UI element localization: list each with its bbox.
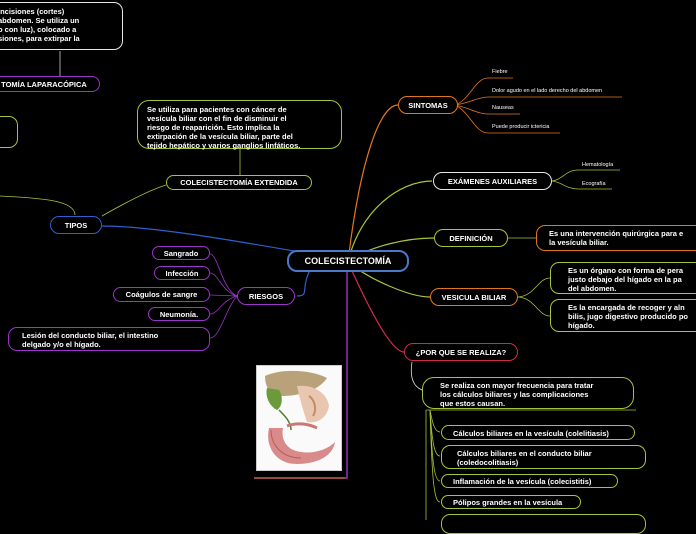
por-que-item[interactable]: Cálculos biliares en el conducto biliar … — [441, 445, 646, 469]
por-que-item-text: Pólipos grandes en la vesícula — [453, 498, 563, 507]
por-que-item[interactable]: Pólipos grandes en la vesícula — [441, 495, 581, 509]
tipos-label: TIPOS — [64, 220, 88, 230]
definicion-text-box[interactable]: Es una intervención quirúrgica para e la… — [536, 225, 696, 251]
riesgo-item-label: Coágulos de sangre — [125, 290, 198, 299]
node-tipos[interactable]: TIPOS — [50, 216, 102, 234]
riesgo-item[interactable]: Infección — [154, 266, 210, 280]
extendida-label: COLECISTECTOMÍA EXTENDIDA — [180, 178, 298, 187]
riesgo-item-label: Infección — [165, 268, 199, 278]
riesgo-item[interactable]: Coágulos de sangre — [113, 287, 210, 302]
central-node[interactable]: COLECISTECTOMÍA — [287, 250, 409, 272]
por-que-label: ¿POR QUE SE REALIZA? — [415, 347, 507, 357]
definicion-label: DEFINICIÓN — [449, 233, 493, 243]
vesicula-item[interactable]: Es un órgano con forma de pera justo deb… — [550, 262, 696, 294]
sintoma-item[interactable]: Puede producir ictericia — [492, 124, 550, 130]
vesicula-item[interactable]: Es la encargada de recoger y aln bilis, … — [550, 299, 696, 332]
laparoscopica-label: TOMÍA LAPARACÓPICA — [1, 79, 87, 89]
riesgo-item-label: Lesión del conducto biliar, el intestino… — [22, 331, 159, 349]
por-que-item[interactable]: Cálculos biliares en la vesícula (coleli… — [441, 425, 635, 440]
sintoma-item[interactable]: Nauseas — [492, 105, 514, 111]
node-riesgos[interactable]: RIESGOS — [237, 287, 295, 305]
por-que-item[interactable]: Inflamación de la vesícula (colecistitis… — [441, 474, 618, 488]
extendida-description-text: Se utiliza para pacientes con cáncer de … — [147, 105, 301, 150]
sintoma-item[interactable]: Fiebre — [492, 69, 508, 75]
riesgo-item-label: Neumonía. — [159, 309, 199, 319]
vesicula-item-text: Es la encargada de recoger y aln bilis, … — [568, 303, 688, 330]
node-por-que[interactable]: ¿POR QUE SE REALIZA? — [404, 343, 518, 361]
node-vesicula-biliar[interactable]: VESICULA BILIAR — [430, 288, 518, 306]
por-que-intro-text: Se realiza con mayor frecuencia para tra… — [440, 381, 594, 408]
riesgo-item[interactable]: Neumonía. — [148, 307, 210, 321]
anatomy-illustration — [256, 365, 342, 471]
node-definicion[interactable]: DEFINICIÓN — [434, 229, 508, 247]
definicion-text: Es una intervención quirúrgica para e la… — [549, 229, 684, 247]
node-partial-left[interactable] — [0, 116, 18, 148]
node-sintomas[interactable]: SINTOMAS — [398, 96, 458, 114]
extendida-description[interactable]: Se utiliza para pacientes con cáncer de … — [137, 100, 342, 150]
riesgo-item[interactable]: Sangrado — [152, 246, 210, 260]
examen-item[interactable]: Hematología — [582, 162, 614, 168]
sintoma-item[interactable]: Dolor agudo en el lado derecho del abdom… — [492, 88, 603, 94]
examenes-label: EXÁMENES AUXILIARES — [447, 176, 538, 186]
riesgos-label: RIESGOS — [248, 291, 284, 301]
node-laparoscopica[interactable]: TOMÍA LAPARACÓPICA — [0, 76, 100, 92]
laparoscopica-description[interactable]: incisiones (cortes) abdomen. Se utiliza … — [0, 2, 123, 50]
por-que-item-text: Cálculos biliares en el conducto biliar … — [457, 449, 592, 467]
por-que-item-partial[interactable] — [441, 514, 646, 534]
por-que-intro[interactable]: Se realiza con mayor frecuencia para tra… — [422, 377, 634, 409]
vesicula-label: VESICULA BILIAR — [441, 292, 507, 302]
riesgo-item[interactable]: Lesión del conducto biliar, el intestino… — [8, 327, 210, 351]
examen-item[interactable]: Ecografía — [582, 181, 606, 187]
mind-map-connectors — [0, 51, 636, 520]
node-extendida[interactable]: COLECISTECTOMÍA EXTENDIDA — [166, 175, 312, 190]
vesicula-item-text: Es un órgano con forma de pera justo deb… — [568, 266, 684, 293]
node-examenes[interactable]: EXÁMENES AUXILIARES — [433, 172, 552, 190]
por-que-item-text: Cálculos biliares en la vesícula (coleli… — [453, 429, 609, 438]
sintomas-label: SINTOMAS — [408, 100, 448, 110]
gallbladder-anatomy-image — [257, 366, 341, 470]
laparoscopica-description-text: incisiones (cortes) abdomen. Se utiliza … — [0, 7, 80, 43]
riesgo-item-label: Sangrado — [163, 248, 199, 258]
por-que-item-text: Inflamación de la vesícula (colecistitis… — [453, 477, 592, 486]
central-title: COLECISTECTOMÍA — [304, 255, 392, 266]
